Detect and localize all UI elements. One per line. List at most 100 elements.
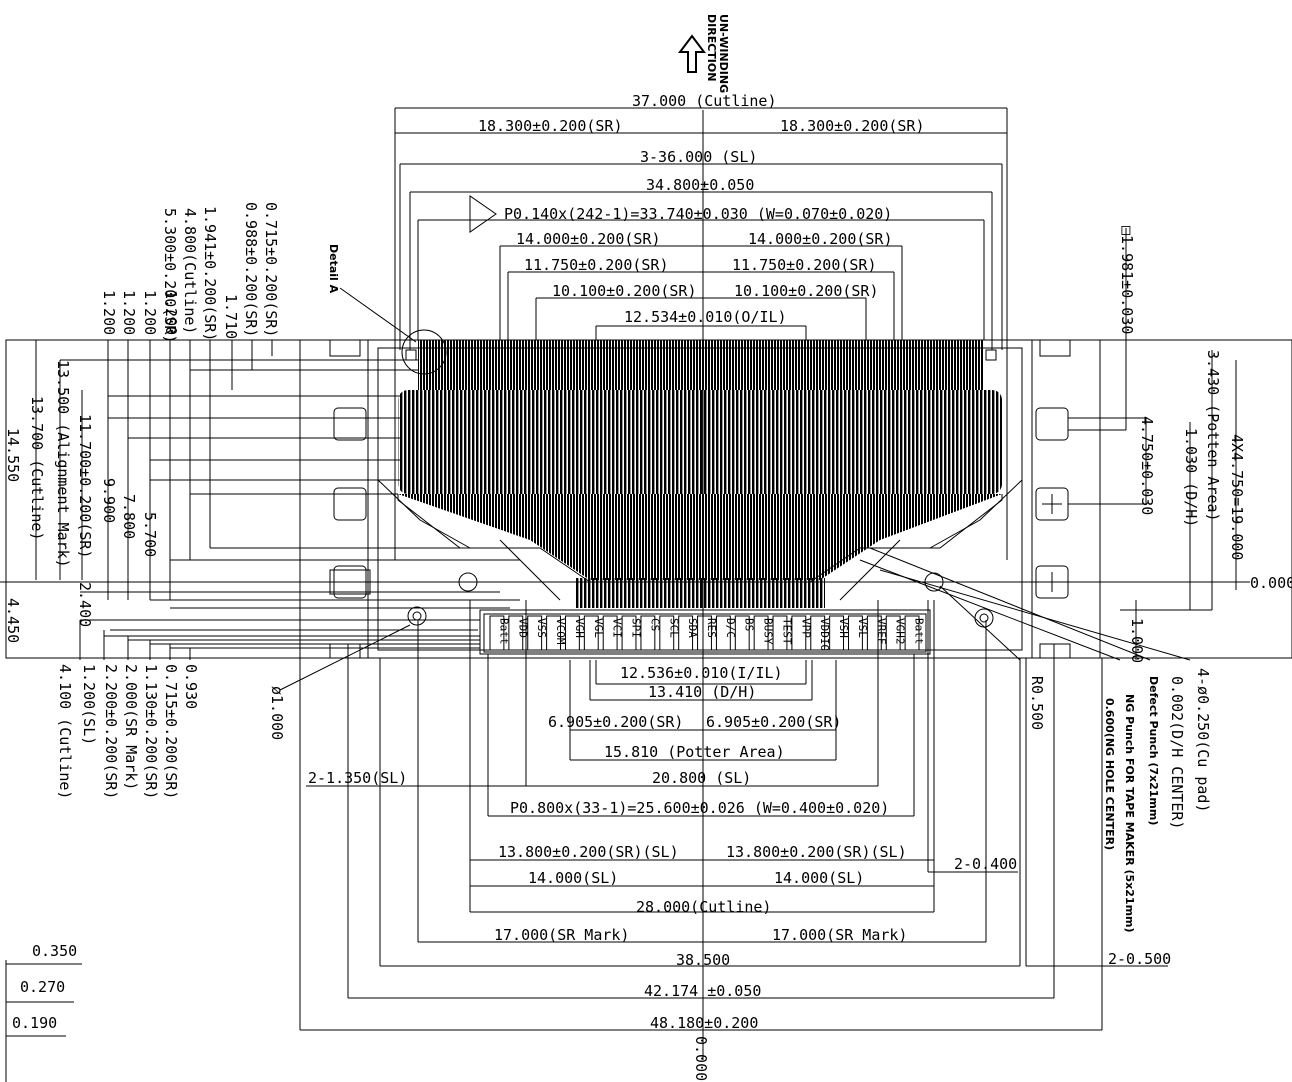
lt-4800: 4.800(Cutline)	[181, 208, 199, 334]
dim-sr-10-right: 10.100±0.200(SR)	[734, 282, 879, 300]
dim-sr-14-left: 14.000±0.200(SR)	[516, 230, 661, 248]
dim-sr-10-left: 10.100±0.200(SR)	[552, 282, 697, 300]
pad	[904, 615, 920, 651]
dim-sl-20800: 20.800 (SL)	[652, 769, 751, 787]
dim-sr-mark-17-left: 17.000(SR Mark)	[494, 926, 629, 944]
dim-pitch-top: P0.140x(242-1)=33.740±0.030 (W=0.070±0.0…	[504, 205, 892, 223]
dim-sr-sl-13800-right: 13.800±0.200(SR)(SL)	[726, 843, 907, 861]
lt-1941: 1.941±0.200(SR)	[201, 206, 219, 341]
pad-label: Batt	[497, 618, 510, 645]
dim-48180: 48.180±0.200	[650, 1014, 758, 1032]
left-bottom-leaders	[79, 620, 480, 691]
pad-label: VGL	[592, 618, 605, 638]
r-square-1981: □1.981±0.030	[1118, 226, 1136, 334]
lt-1200-b: 1.200	[120, 290, 138, 335]
r-ng-punch: NG Punch FOR TAPE MAKER (5x21mm)	[1123, 694, 1136, 933]
pad-label: CS	[648, 618, 661, 631]
dim-42174: 42.174 ±0.050	[644, 982, 761, 1000]
lb-dia1000: ø1.000	[268, 686, 286, 740]
legend-0190: 0.190	[12, 1014, 57, 1032]
r-1000: 1.000	[1128, 618, 1146, 663]
dim-2-0400: 2-0.400	[954, 855, 1017, 873]
pad-label: VGH2	[894, 618, 907, 645]
pad-label: SPI	[630, 618, 643, 638]
lt-1200-d: 1.200	[162, 290, 180, 335]
dim-sr-18-right: 18.300±0.200(SR)	[780, 117, 925, 135]
pad	[866, 615, 882, 651]
dim-dh-13410: 13.410 (D/H)	[648, 683, 756, 701]
r-3430: 3.430 (Potten Area)	[1204, 350, 1222, 522]
pad-label: VGH	[573, 618, 586, 638]
r-ng-hole: 0.600(NG HOLE CENTER)	[1103, 698, 1116, 850]
dim-sr-mark-17-right: 17.000(SR Mark)	[772, 926, 907, 944]
unwinding-arrow-icon	[678, 34, 706, 73]
pad	[678, 615, 694, 651]
dim-2-0500: 2-0.500	[1108, 950, 1171, 968]
left-top-leaders	[35, 340, 520, 631]
dim-sl-14-left: 14.000(SL)	[528, 869, 618, 887]
ls-4450: 4.450	[4, 598, 22, 643]
pad	[659, 615, 675, 651]
ls-14550: 14.550	[4, 428, 22, 482]
dim-pitch-bottom: P0.800x(33-1)=25.600±0.026 (W=0.400±0.02…	[510, 799, 889, 817]
lb-1130: 1.130±0.200(SR)	[142, 664, 160, 799]
r-4750: 4.750±0.030	[1138, 416, 1156, 515]
pad-label: SDA	[686, 618, 699, 638]
pad-label: RES	[705, 618, 718, 638]
top-dimension-lines	[394, 107, 1008, 560]
pad-label: VCI	[611, 618, 624, 638]
ls-7800: 7.800	[120, 494, 138, 539]
lt-1710: 1.710	[222, 294, 240, 339]
pad	[885, 615, 901, 651]
r-defect-punch: Defect Punch (7x21mm)	[1147, 676, 1160, 825]
pad	[810, 615, 826, 651]
r-dh-center: 0.002(D/H CENTER)	[1168, 676, 1186, 830]
dim-sr-6905-left: 6.905±0.200(SR)	[548, 713, 683, 731]
pad	[602, 615, 618, 651]
dim-cutline-37: 37.000 (Cutline)	[632, 92, 777, 110]
pad	[527, 615, 543, 651]
ls-9900: 9.900	[100, 478, 118, 523]
lb-2000: 2.000(SR Mark)	[122, 664, 140, 790]
pad-label: BUSY	[762, 618, 775, 645]
dim-cutline-28: 28.000(Cutline)	[636, 898, 771, 916]
dim-sr-11-left: 11.750±0.200(SR)	[524, 256, 669, 274]
pad	[640, 615, 656, 651]
dim-iil: 12.536±0.010(I/IL)	[620, 664, 783, 682]
pad-label: D/C	[724, 618, 737, 638]
mark-right	[974, 608, 994, 628]
dim-34800: 34.800±0.050	[646, 176, 754, 194]
r-r0500: R0.500	[1028, 676, 1046, 730]
dim-sl-36: 3-36.000 (SL)	[640, 148, 757, 166]
dim-sr-sl-13800-left: 13.800±0.200(SR)(SL)	[498, 843, 679, 861]
pad-label: Batt	[913, 618, 926, 645]
dim-sr-6905-right: 6.905±0.200(SR)	[706, 713, 841, 731]
dim-sl-14-right: 14.000(SL)	[774, 869, 864, 887]
pad	[546, 615, 561, 651]
pad	[772, 615, 788, 651]
pad	[753, 615, 769, 651]
alignment-hole-right	[924, 572, 944, 592]
ls-11700: 11.700±0.200(SR)	[76, 414, 94, 559]
lb-2200: 2.200±0.200(SR)	[102, 664, 120, 799]
pad	[829, 615, 845, 651]
dim-sr-14-right: 14.000±0.200(SR)	[748, 230, 893, 248]
lb-0930: 0.930	[182, 664, 200, 709]
r-1030: 1.030 (D/H)	[1182, 428, 1200, 527]
lead-area	[377, 329, 1023, 608]
lb-1200sl: 1.200(SL)	[80, 664, 98, 745]
lt-0715: 0.715±0.200(SR)	[262, 202, 280, 337]
pad	[489, 615, 505, 651]
pad	[508, 615, 524, 651]
pad-label: VSS	[535, 618, 548, 638]
ls-13500: 13.500 (Alignment Mark)	[54, 360, 72, 568]
pad-label: VCOM	[554, 618, 567, 645]
dim-oil: 12.534±0.010(O/IL)	[624, 308, 787, 326]
zero-right: 0.000	[1250, 574, 1292, 592]
dim-sl-1350: 2-1.350(SL)	[308, 769, 407, 787]
pad-label: VSL	[856, 618, 869, 638]
r-cu-pad: 4-ø0.250(Cu pad)	[1194, 668, 1212, 813]
right-leaders	[859, 228, 1248, 661]
mark-left	[407, 606, 427, 626]
